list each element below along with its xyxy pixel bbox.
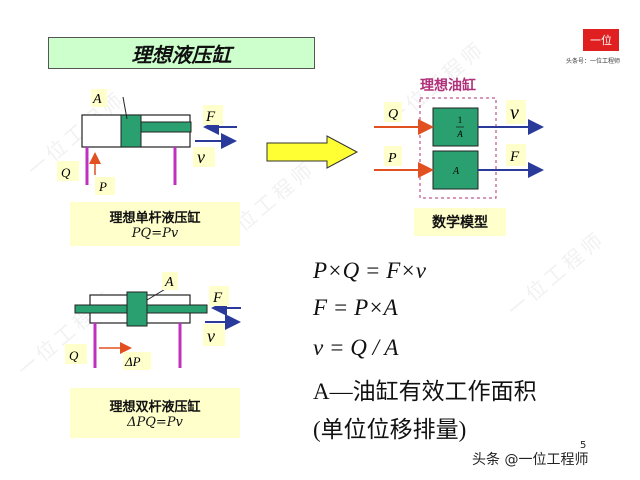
page-title: 理想液压缸 bbox=[48, 37, 315, 69]
velocity-block bbox=[432, 107, 479, 147]
model-caption: 数学模型 bbox=[414, 208, 506, 236]
area-gain: A bbox=[452, 166, 460, 177]
label-q: Q bbox=[61, 165, 71, 180]
piston-rod-left bbox=[74, 304, 128, 314]
logo: 一位 bbox=[583, 29, 619, 51]
single-rod-caption: 理想单杆液压缸 PQ=Pv bbox=[70, 202, 240, 246]
label-delta-p: ΔP bbox=[124, 354, 141, 369]
gain-numerator: 1 bbox=[458, 115, 463, 125]
label-v: v bbox=[207, 326, 215, 346]
label-q: Q bbox=[388, 107, 398, 122]
model-title: 理想油缸 bbox=[420, 78, 476, 94]
piston bbox=[126, 291, 148, 327]
label-p: P bbox=[98, 179, 107, 194]
force-block bbox=[432, 150, 479, 190]
equation-velocity: v = Q / A bbox=[313, 335, 399, 360]
model-boundary bbox=[419, 97, 497, 199]
label-p: P bbox=[387, 151, 397, 166]
label-a: A bbox=[164, 275, 174, 290]
piston bbox=[120, 114, 142, 148]
piston-rod-right bbox=[146, 304, 208, 314]
label-f: F bbox=[212, 290, 223, 306]
double-rod-caption-title: 理想双杆液压缸 bbox=[109, 400, 201, 415]
label-f: F bbox=[509, 149, 520, 165]
watermark: 一位工程师 bbox=[502, 225, 610, 322]
equation-area-definition: A—油缸有效工作面积 bbox=[313, 379, 537, 404]
logo-subtitle: 头条号：一位工程师 bbox=[566, 58, 621, 65]
label-a: A bbox=[92, 92, 102, 107]
page-number: 5 bbox=[580, 440, 587, 451]
piston-rod bbox=[140, 121, 192, 133]
single-rod-cylinder-diagram: A F v Q P bbox=[57, 89, 237, 195]
double-rod-cylinder-diagram: A F v Q ΔP bbox=[65, 272, 241, 370]
equation-power: P×Q = F×v bbox=[313, 258, 426, 283]
double-rod-caption-formula: ΔPQ=Pv bbox=[127, 415, 183, 430]
label-q: Q bbox=[69, 348, 79, 363]
right-arrow-icon bbox=[266, 135, 359, 169]
label-v: v bbox=[510, 102, 519, 124]
label-v: v bbox=[197, 147, 205, 167]
double-rod-caption: 理想双杆液压缸 ΔPQ=Pv bbox=[70, 388, 240, 438]
footer-attribution: 头条 @一位工程师 bbox=[472, 452, 589, 468]
single-rod-caption-title: 理想单杆液压缸 bbox=[109, 211, 201, 226]
label-f: F bbox=[205, 109, 216, 125]
mathematical-model-diagram: Q P v F 1 A A bbox=[374, 97, 544, 199]
single-rod-caption-formula: PQ=Pv bbox=[131, 226, 179, 241]
equation-force: F = P×A bbox=[313, 295, 398, 320]
gain-denominator: A bbox=[456, 129, 463, 139]
area-pointer bbox=[122, 96, 128, 120]
equation-area-note: (单位位移排量) bbox=[313, 417, 467, 442]
